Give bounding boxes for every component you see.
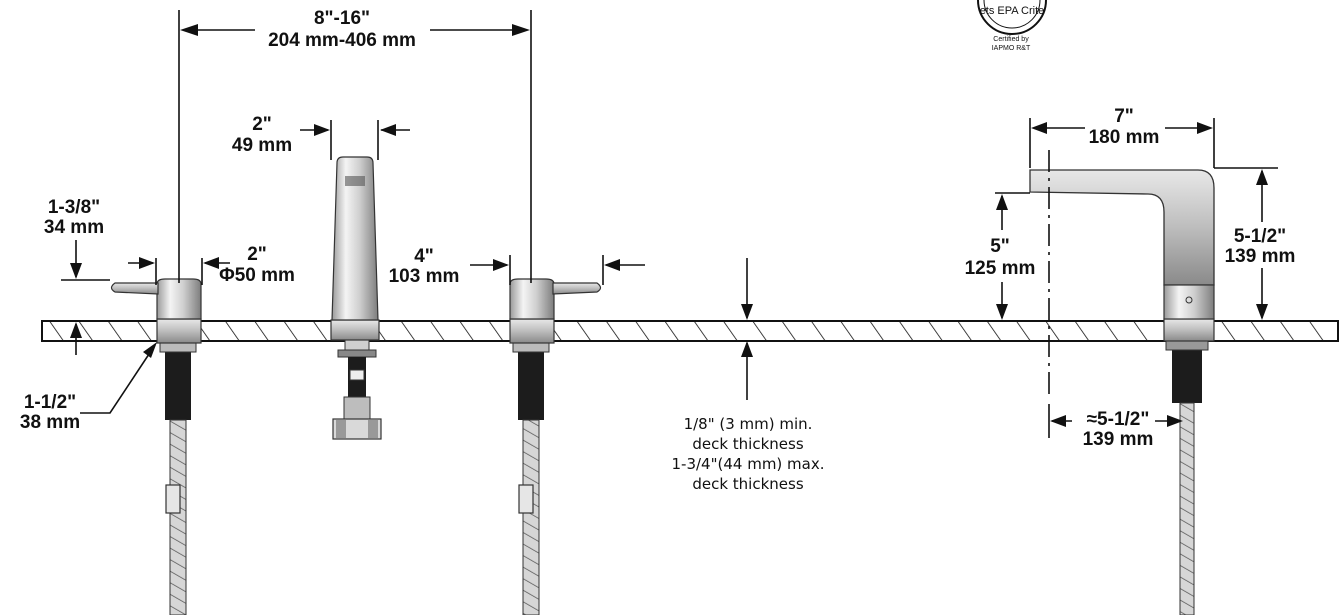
dimension-labels: 8"-16" 204 mm-406 mm 2" 49 mm 1-3/8" 34 … bbox=[20, 8, 1295, 450]
handle-length-mm: 103 mm bbox=[389, 266, 460, 287]
seal-text: ets EPA Crite bbox=[980, 5, 1045, 17]
left-handle-valve bbox=[110, 278, 202, 615]
spread-mm: 204 mm-406 mm bbox=[268, 30, 416, 51]
spout-height-inch: 5-1/2" bbox=[1234, 226, 1286, 247]
deck bbox=[41, 320, 1339, 342]
handle-height-mm: 34 mm bbox=[44, 217, 104, 238]
spread-inch: 8"-16" bbox=[314, 8, 370, 29]
spout-width-mm: 49 mm bbox=[232, 135, 292, 156]
extension-lines bbox=[61, 10, 1278, 400]
shank-mm: 38 mm bbox=[20, 412, 80, 433]
right-handle-valve bbox=[509, 278, 602, 615]
spout-height-mm: 139 mm bbox=[1225, 246, 1296, 267]
handle-length-inch: 4" bbox=[414, 246, 434, 267]
spout-reach-inch: 7" bbox=[1114, 106, 1134, 127]
spout-clearance-mm: 125 mm bbox=[965, 258, 1036, 279]
base-diameter-mm: Φ50 mm bbox=[219, 265, 295, 286]
handle-height-inch: 1-3/8" bbox=[48, 197, 100, 218]
deck-note-line4: deck thickness bbox=[692, 475, 803, 493]
base-diameter-inch: 2" bbox=[247, 244, 267, 265]
center-to-outlet-mm: 139 mm bbox=[1083, 429, 1154, 450]
single-hole-faucet bbox=[1029, 169, 1215, 615]
center-spout bbox=[330, 156, 382, 440]
shank-inch: 1-1/2" bbox=[24, 392, 76, 413]
deck-thickness-note: 1/8" (3 mm) min. deck thickness 1-3/4"(4… bbox=[672, 415, 825, 493]
watersense-seal: ets EPA Crite Certified by IAPMO R&T bbox=[977, 0, 1047, 52]
spout-width-inch: 2" bbox=[252, 114, 272, 135]
certified-by: Certified by bbox=[993, 36, 1029, 43]
certifier-name: IAPMO R&T bbox=[992, 45, 1031, 52]
center-to-outlet-inch: ≈5-1/2" bbox=[1087, 409, 1150, 430]
deck-note-line2: deck thickness bbox=[692, 435, 803, 453]
spout-clearance-inch: 5" bbox=[990, 236, 1010, 257]
spout-reach-mm: 180 mm bbox=[1089, 127, 1160, 148]
deck-note-line1: 1/8" (3 mm) min. bbox=[684, 415, 813, 433]
dimension-arrows bbox=[70, 24, 1268, 438]
deck-note-line3: 1-3/4"(44 mm) max. bbox=[672, 455, 825, 473]
